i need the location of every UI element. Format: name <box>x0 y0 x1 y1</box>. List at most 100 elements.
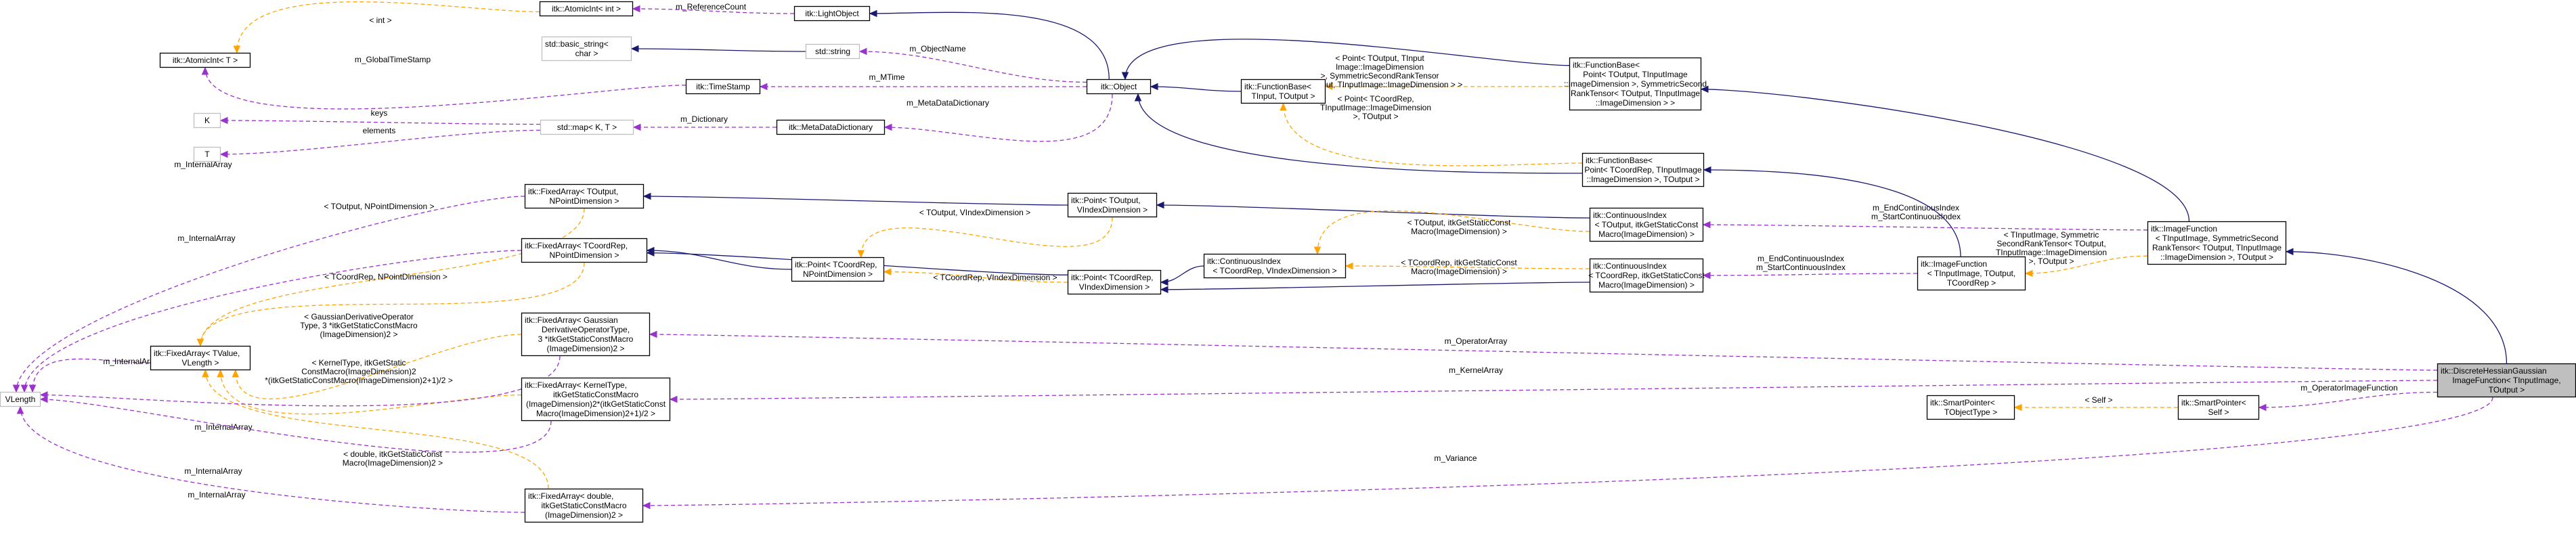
edge-line <box>632 8 795 14</box>
class-name-line: itk::Point< TOutput, <box>1071 196 1141 205</box>
edge-template-ContinuousIndexTOut-to-ContinuousIndexTCR: < TOutput, itkGetStaticConstMacro(ImageD… <box>1313 210 1590 255</box>
edge-label: < KernelType, itkGetStatic <box>311 358 406 368</box>
class-node-AtomicIntT[interactable]: itk::AtomicInt< T > <box>159 52 251 68</box>
edge-line <box>883 271 1068 283</box>
edge-label: m_InternalArray <box>177 233 235 243</box>
edge-arrowhead <box>1160 286 1169 294</box>
class-name-line: itkGetStaticConstMacro <box>541 501 626 510</box>
edge-line <box>40 355 561 407</box>
class-box <box>521 377 671 422</box>
class-node-ContinuousIndexTOut[interactable]: itk::ContinuousIndex< TOutput, itkGetSta… <box>1589 207 1704 242</box>
class-box <box>1067 192 1158 218</box>
class-box <box>1589 207 1704 242</box>
edge-line <box>24 250 522 393</box>
edge-label: Macro(ImageDimension) > <box>1411 267 1507 276</box>
class-box <box>524 488 644 523</box>
class-node-FixedArrayTOutput[interactable]: itk::FixedArray< TOutput,NPointDimension… <box>524 183 645 209</box>
edge-template-ImageFunctionSym-to-ImageFunctionTCR: < TInputImage, SymmetricSecondRankTensor… <box>1996 230 2148 277</box>
edge-label: Macro(ImageDimension) > <box>1411 227 1507 236</box>
class-node-ContinuousIndexTCR2[interactable]: itk::ContinuousIndex< TCoordRep, itkGetS… <box>1588 258 1705 293</box>
class-node-VLength[interactable]: VLength <box>0 391 41 407</box>
edge-line <box>204 370 549 489</box>
class-box <box>150 345 251 371</box>
class-node-PointTCoordRepV[interactable]: itk::Point< TCoordRep,VIndexDimension > <box>1067 269 1162 295</box>
class-node-FixedArrayGauss[interactable]: itk::FixedArray< GaussianDerivativeOpera… <box>521 312 651 357</box>
edge-member-DiscreteHessian-to-FixedArrayGauss: m_OperatorArray <box>649 330 2438 371</box>
class-node-SmartPointerTObj[interactable]: itk::SmartPointer<TObjectType > <box>1926 395 2015 420</box>
edge-member-DiscreteHessian-to-FixedArrayDouble: m_Variance <box>642 397 2493 510</box>
class-node-ImageFunctionSym[interactable]: itk::ImageFunction< TInputImage, Symmetr… <box>2147 221 2287 265</box>
class-name-line: itk::FixedArray< TOutput, <box>528 187 618 196</box>
edge-member-Object-to-TimeStamp: m_MTime <box>759 72 1087 91</box>
class-node-ContinuousIndexTCR[interactable]: itk::ContinuousIndex< TCoordRep, VIndexD… <box>1203 253 1347 279</box>
edge-inherit-DiscreteHessian-to-ImageFunctionSym <box>2285 248 2508 364</box>
edge-member-LightObject-to-AtomicIntInt: m_ReferenceCount <box>632 2 795 14</box>
edge-member-StdMap-to-T: elements <box>219 126 541 158</box>
edge-line <box>859 51 1087 83</box>
class-name-line: RankTensor< TOutput, TInputImage <box>2152 243 2282 252</box>
class-node-FixedArrayTCoordRep[interactable]: itk::FixedArray< TCoordRep,NPointDimensi… <box>521 238 648 263</box>
edge-inherit-ContinuousIndexTOut-to-PointTOutput <box>1156 201 1590 219</box>
edge-line <box>2025 255 2148 274</box>
class-node-StdMap[interactable]: std::map< K, T > <box>540 119 634 135</box>
class-node-SmartPointerSelf[interactable]: itk::SmartPointer<Self > <box>2177 395 2260 420</box>
edge-label: m_InternalArray <box>174 160 232 169</box>
class-node-PointTCoordRepN[interactable]: itk::Point< TCoordRep,NPointDimension > <box>791 257 885 282</box>
class-node-BasicString[interactable]: std::basic_string<char > <box>541 36 632 62</box>
class-node-FunctionBasePoint[interactable]: itk::FunctionBase<Point< TCoordRep, TInp… <box>1581 152 1705 187</box>
edge-arrowhead <box>1700 85 1709 93</box>
class-node-ImageFunctionTCR[interactable]: itk::ImageFunction< TInputImage, TOutput… <box>1917 256 2026 291</box>
edge-inherit-FunctionBaseInOut-to-Object <box>1150 83 1242 92</box>
class-box <box>193 146 221 162</box>
class-node-DiscreteHessian[interactable]: itk::DiscreteHessianGaussianImageFunctio… <box>2437 363 2576 398</box>
edge-label: m_InternalArray <box>184 466 242 476</box>
edge-line <box>1282 103 1583 166</box>
edge-label: m_Dictionary <box>680 114 728 124</box>
class-node-LightObject[interactable]: itk::LightObject <box>793 5 871 22</box>
class-node-FixedArrayDouble[interactable]: itk::FixedArray< double,itkGetStaticCons… <box>524 488 644 523</box>
class-node-FixedArrayTValue[interactable]: itk::FixedArray< TValue,VLength > <box>150 345 251 371</box>
edge-label: >, SymmetricSecondRankTensor <box>1320 71 1439 81</box>
edge-line <box>220 120 541 125</box>
class-name-line: itk::SmartPointer< <box>2181 398 2246 407</box>
class-box <box>521 238 648 263</box>
edge-member-Object-to-MetaDataDictionary: m_MetaDataDictionary <box>883 93 1113 142</box>
class-node-T[interactable]: T <box>193 146 221 162</box>
class-name-line: NPointDimension > <box>803 269 873 279</box>
class-node-AtomicIntInt[interactable]: itk::AtomicInt< int > <box>539 1 634 17</box>
edge-arrowhead <box>646 249 655 257</box>
class-box <box>1926 395 2015 420</box>
class-node-MetaDataDictionary[interactable]: itk::MetaDataDictionary <box>776 119 886 135</box>
class-name-line: std::basic_string< <box>545 39 609 49</box>
edge-member-FixedArrayKernel-to-VLength: m_InternalArray <box>39 395 552 476</box>
class-node-K[interactable]: K <box>193 112 221 129</box>
class-node-Object[interactable]: itk::Object <box>1086 79 1152 95</box>
class-name-line: VIndexDimension > <box>1079 282 1150 292</box>
edge-label: m_StartContinuousIndex <box>1756 263 1846 272</box>
edge-member-FixedArrayGauss-to-VLength: m_InternalArray <box>39 355 561 432</box>
class-node-StdString[interactable]: std::string <box>805 43 860 60</box>
edge-label: < TInputImage, Symmetric <box>2004 230 2099 240</box>
edge-label: < TOutput, TInputImage::ImageDimension >… <box>1297 80 1462 89</box>
class-name-line: itk::LightObject <box>805 9 859 18</box>
class-node-TimeStamp[interactable]: itk::TimeStamp <box>685 79 761 95</box>
class-name-line: itk::FixedArray< Gaussian <box>525 315 618 325</box>
edge-line <box>200 262 585 347</box>
class-node-FixedArrayKernel[interactable]: itk::FixedArray< KernelType,itkGetStatic… <box>521 377 671 422</box>
class-node-PointTOutput[interactable]: itk::Point< TOutput,VIndexDimension > <box>1067 192 1158 218</box>
edge-label: < TCoordRep, itkGetStaticConst <box>1401 258 1517 267</box>
edge-template-SmartPointerSelf-to-SmartPointerTObj: < Self > <box>2013 395 2179 411</box>
class-box <box>540 119 634 135</box>
class-name-line: (ImageDimension)2 > <box>545 510 623 520</box>
edge-label: ConstMacro(ImageDimension)2 <box>301 367 416 376</box>
edge-arrowhead <box>233 45 241 54</box>
class-name-line: itkGetStaticConstMacro <box>553 390 638 399</box>
edges: m_ReferenceCount< int >m_GlobalTimeStamp… <box>12 1 2508 513</box>
edge-arrowhead <box>632 123 641 131</box>
edge-label: m_ReferenceCount <box>676 2 747 12</box>
edge-line <box>1125 39 1570 80</box>
class-node-FunctionBaseSym[interactable]: itk::FunctionBase<Point< TOutput, TInput… <box>1564 57 1707 111</box>
edge-arrowhead <box>39 391 48 399</box>
class-node-FunctionBaseInOut[interactable]: itk::FunctionBase<TInput, TOutput > <box>1240 79 1326 104</box>
edge-arrowhead <box>858 47 867 55</box>
